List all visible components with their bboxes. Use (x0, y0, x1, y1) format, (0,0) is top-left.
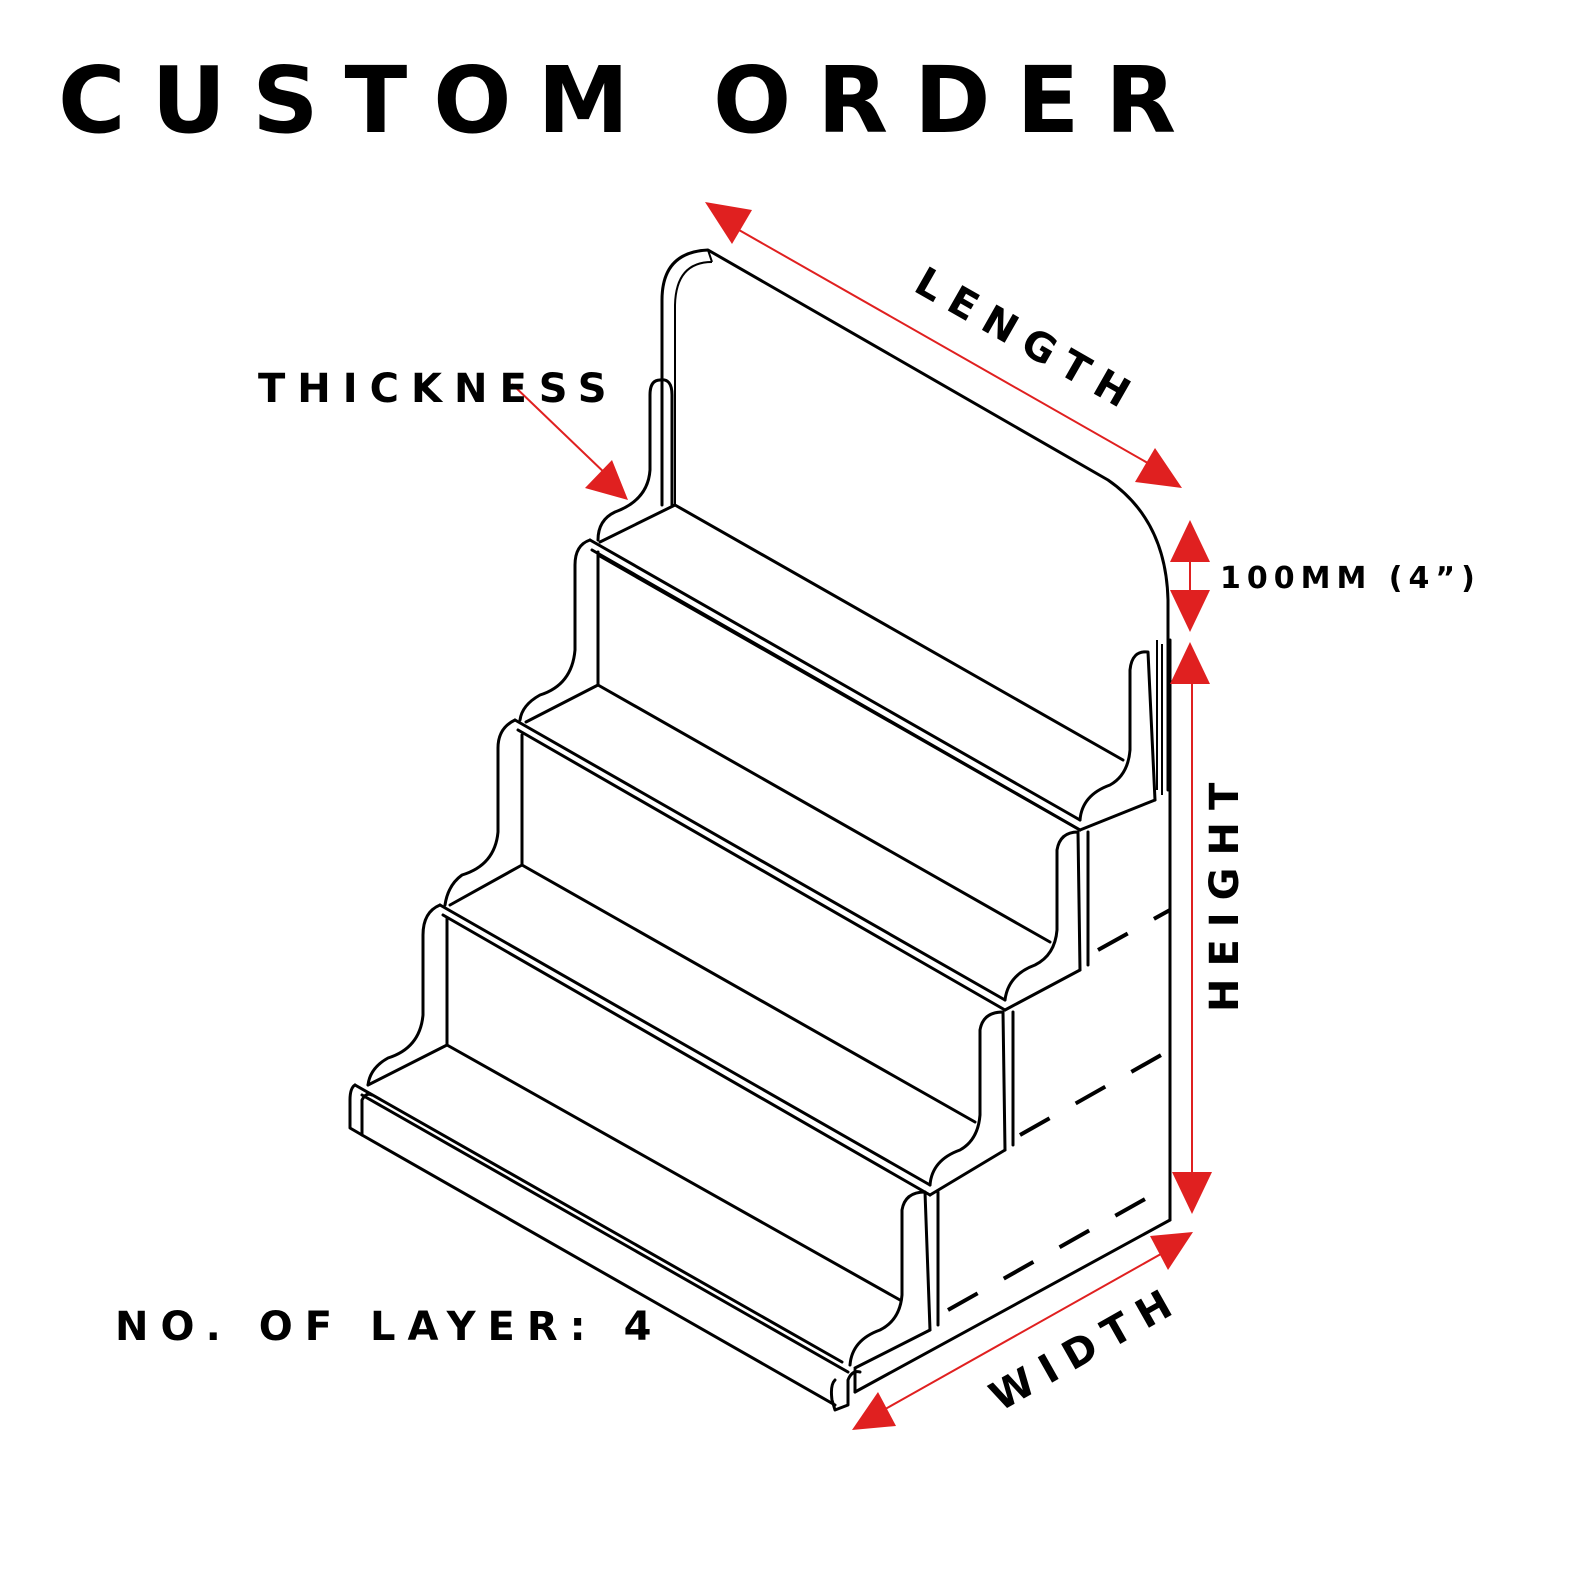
hidden-line-2 (1019, 1048, 1171, 1137)
page-title: CUSTOM ORDER (58, 47, 1202, 154)
width-arrowhead-start (852, 1392, 896, 1430)
dimension-annotations (511, 202, 1212, 1430)
step-2 (438, 718, 1015, 1197)
hidden-line-3 (947, 1183, 1171, 1312)
back-height-arrowhead-down (1170, 590, 1210, 632)
height-arrowhead-down (1172, 1172, 1212, 1214)
length-arrow-line (724, 221, 1161, 471)
thickness-arrowhead (585, 460, 628, 500)
height-arrowhead-up (1170, 642, 1210, 684)
length-arrowhead-end (1135, 448, 1182, 488)
width-arrow-line (879, 1249, 1169, 1413)
height-label: HEIGHT (1202, 771, 1248, 1012)
back-panel (660, 248, 1170, 792)
layer-count-label: NO. OF LAYER: 4 (115, 1304, 663, 1350)
base-right-edge (853, 1218, 1172, 1394)
step-3 (513, 538, 1090, 1012)
thickness-arrow-line (511, 383, 611, 479)
thickness-label: THICKNESS (258, 366, 619, 412)
back-height-label: 100MM (4”) (1220, 561, 1481, 596)
width-arrowhead-end (1150, 1232, 1193, 1270)
hidden-line-1 (1097, 908, 1171, 952)
length-arrowhead-start (705, 202, 752, 244)
length-label: LENGTH (907, 259, 1148, 423)
back-height-arrowhead-up (1170, 520, 1210, 562)
stair-stand-drawing (348, 248, 1172, 1412)
step-1 (348, 903, 940, 1412)
width-label: WIDTH (982, 1276, 1190, 1421)
